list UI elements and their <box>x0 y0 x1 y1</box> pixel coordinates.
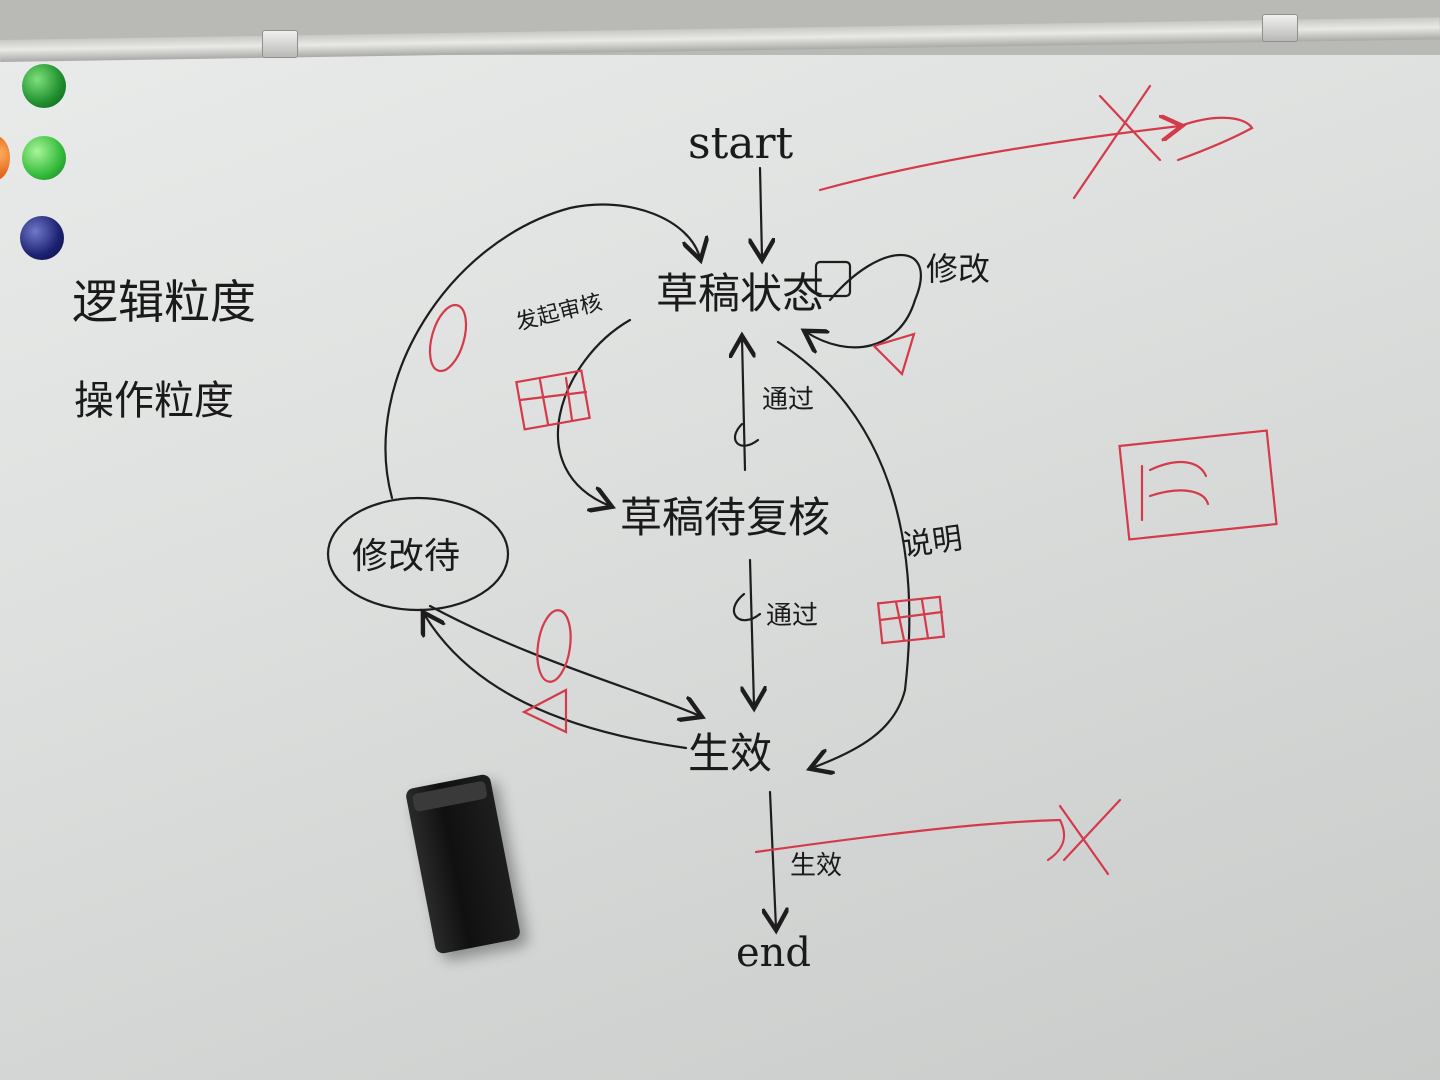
arrow-effective-to-end <box>770 790 776 928</box>
operation-sign-icon <box>428 303 1278 734</box>
edge-label-submit-review: 发起审核 <box>513 290 604 336</box>
arrow-draft-to-effective <box>776 340 911 768</box>
whiteboard-surface <box>0 55 1440 1080</box>
navy-magnet <box>20 216 64 260</box>
edge-label-pass-1: 通过 <box>762 385 814 415</box>
green-magnet <box>22 64 66 108</box>
arrow-draft-to-pending <box>557 318 632 506</box>
node-start: start <box>688 118 794 169</box>
frame-clip-left <box>262 30 298 58</box>
lock-icon <box>732 260 852 622</box>
arrow-modify-pending-to-draft <box>384 203 700 500</box>
arrow-start-to-draft <box>760 166 762 258</box>
arrow-modify-self-loop <box>806 254 922 347</box>
node-effective: 生效 <box>688 729 772 778</box>
arrow-effective-to-modify-pending <box>424 614 688 750</box>
orange-magnet <box>0 136 10 180</box>
frame-clip-right <box>1262 14 1298 42</box>
node-pending-review: 草稿待复核 <box>620 493 830 542</box>
edge-label-pass-2: 通过 <box>766 601 818 631</box>
note-logic-granularity: 逻辑粒度 <box>72 275 256 329</box>
edge-label-invalid: 说明 <box>900 521 964 564</box>
edge-label-effective: 生效 <box>790 851 842 881</box>
node-modify-pending: 修改待 <box>352 536 460 577</box>
arrow-pending-to-effective <box>750 558 754 706</box>
node-draft: 草稿状态 <box>656 269 824 318</box>
node-end: end <box>736 930 811 976</box>
arrow-pending-to-draft <box>742 338 745 472</box>
crossed-out-arrow-icon <box>754 84 1254 876</box>
modify-pending-node-outline <box>326 496 510 612</box>
light-green-magnet <box>22 136 66 180</box>
arrow-modify-pending-to-effective <box>428 604 700 716</box>
edge-label-modify: 修改 <box>926 250 990 288</box>
note-operation-granularity: 操作粒度 <box>74 378 234 424</box>
